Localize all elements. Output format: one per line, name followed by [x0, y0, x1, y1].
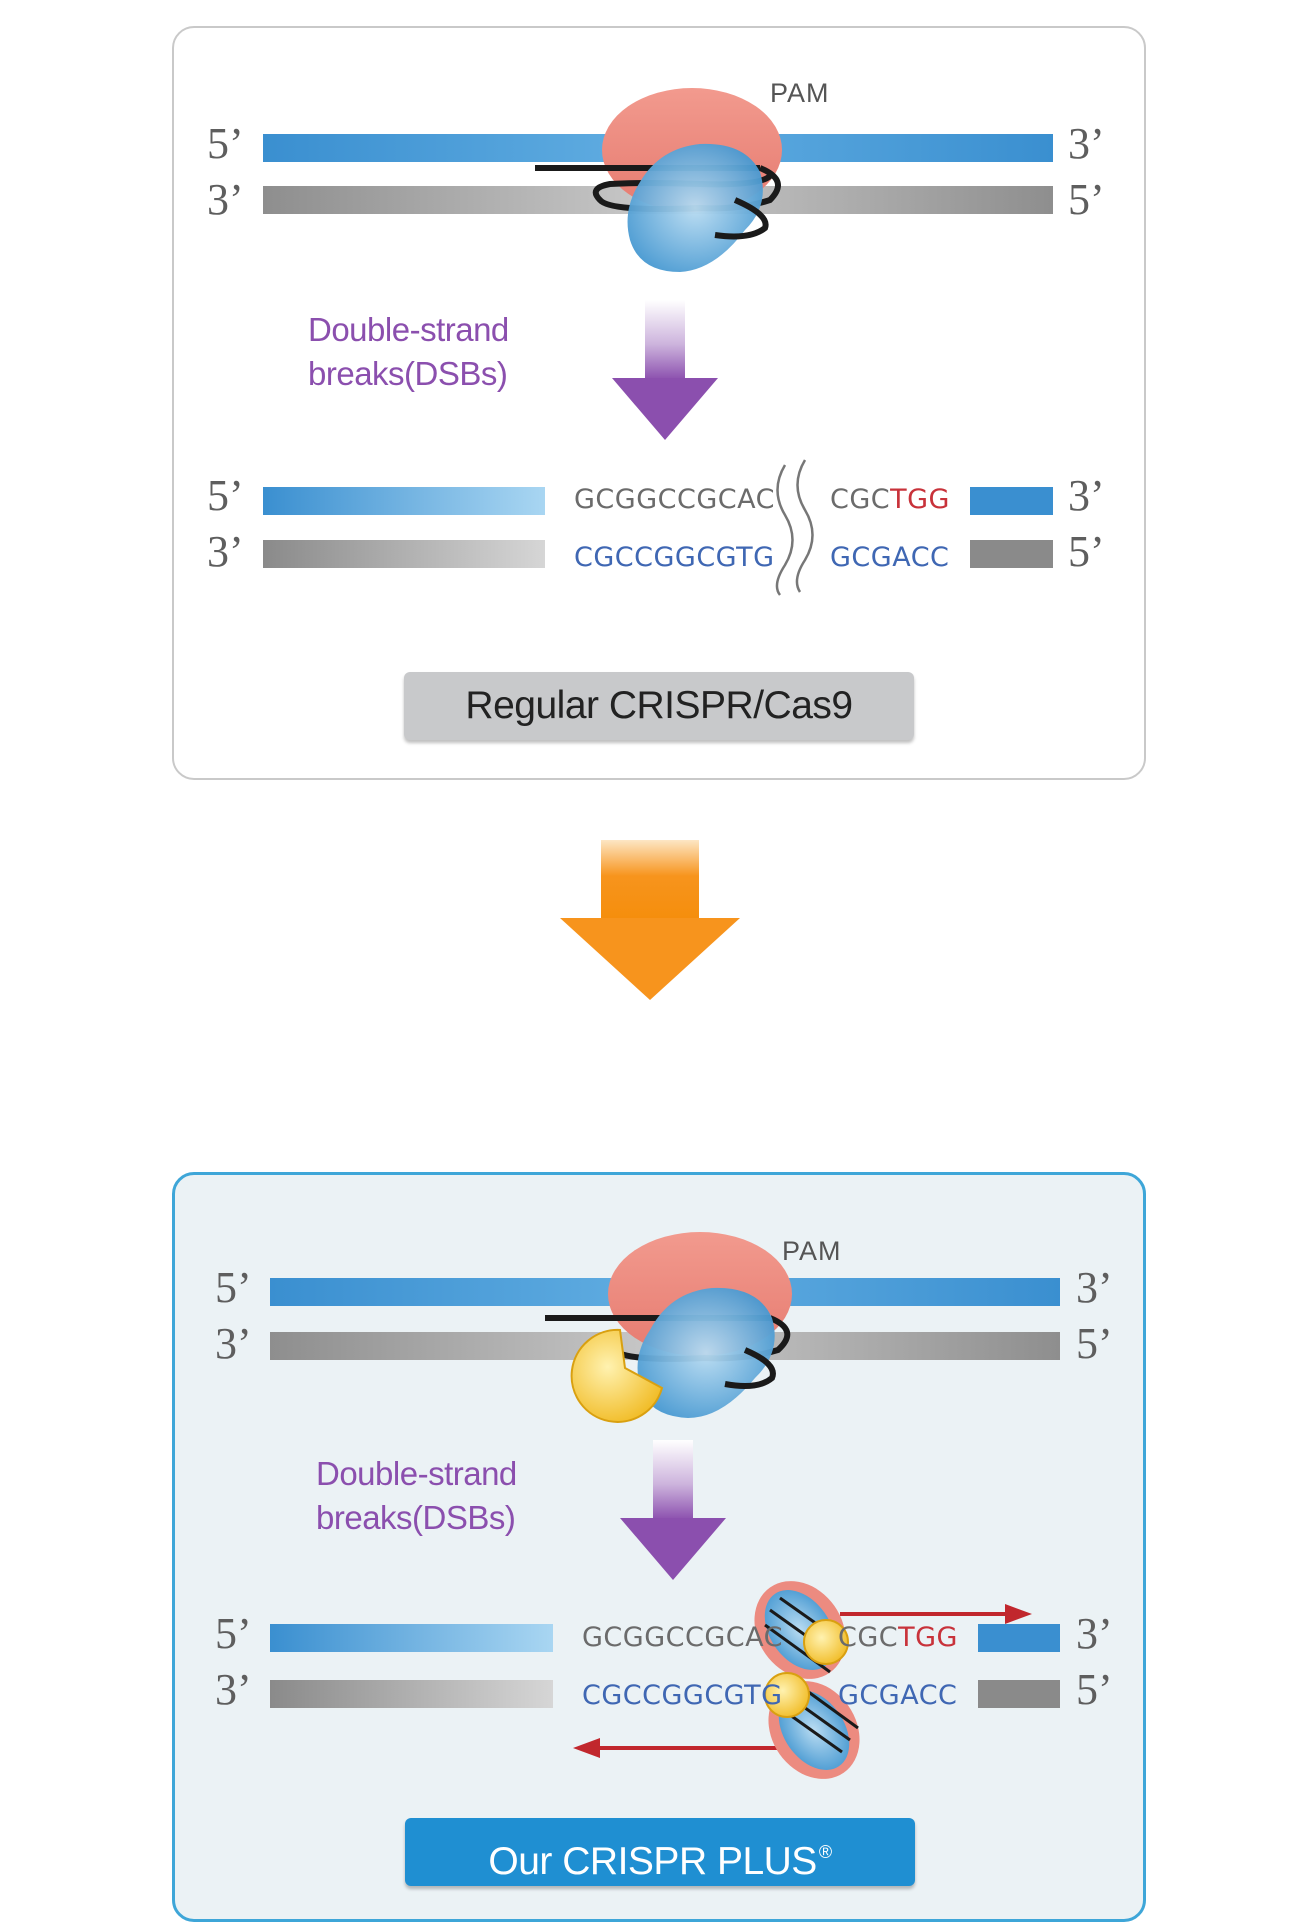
cut-left-top-strand: [270, 1624, 553, 1652]
cut-left-bottom-strand: [270, 1680, 553, 1708]
pam-label: PAM: [782, 1236, 842, 1266]
registered-mark: ®: [818, 1842, 832, 1862]
exonuclease-icon: [570, 1328, 664, 1423]
strand-end-label: 3’: [1076, 1609, 1113, 1658]
bottom-dsb-arrow: [620, 1440, 726, 1580]
strand-end-label: 5’: [215, 1609, 252, 1658]
extension-arrows: [573, 1604, 1032, 1758]
strand-end-label: 3’: [215, 1665, 252, 1714]
regular-crispr-badge: Regular CRISPR/Cas9: [404, 672, 914, 740]
strand-end-label: 5’: [1076, 1665, 1113, 1714]
strand-end-label: 5’: [207, 119, 244, 168]
break-mark-right: [795, 459, 814, 593]
editing-complex-upper: [754, 1581, 849, 1679]
exonuclease-icon: [803, 1619, 849, 1665]
cut-right-bottom-strand: [970, 540, 1053, 568]
cut-right-bottom-strand: [978, 1680, 1060, 1708]
pam-label: PAM: [770, 78, 830, 108]
sequence-top-right: CGCTGG: [830, 484, 950, 515]
cut-right-top-strand: [978, 1624, 1060, 1652]
sequence-top-right-prefix: CGC: [838, 1622, 899, 1653]
guide-rna-tail: [714, 197, 769, 240]
dsb-caption-line1: Double-strand: [308, 311, 509, 348]
dsb-caption: Double-strand breaks(DSBs): [316, 1452, 517, 1540]
sequence-top-left: GCGGCCGCAC: [574, 484, 775, 515]
extension-arrow-left-icon: [573, 1738, 600, 1758]
sequence-top-right: CGCTGG: [838, 1622, 958, 1653]
break-mark-left: [775, 464, 794, 596]
pam-sequence: TGG: [890, 484, 950, 515]
dsb-caption-line2: breaks(DSBs): [316, 1499, 516, 1536]
strand-end-label: 3’: [1068, 471, 1105, 520]
strand-end-label: 3’: [207, 527, 244, 576]
top-dsb-arrow: [612, 300, 718, 440]
crispr-plus-badge: Our CRISPR PLUS®: [405, 1818, 915, 1886]
sequence-bottom-right: GCGACC: [830, 542, 950, 573]
top-cas9-complex: [535, 88, 782, 272]
bottom-cut-dna: [270, 1624, 1060, 1708]
transition-arrow-icon: [560, 840, 740, 1000]
strand-end-label: 5’: [1076, 1319, 1113, 1368]
sequence-bottom-right: GCGACC: [838, 1680, 958, 1711]
exonuclease-icon: [764, 1672, 810, 1718]
editing-complex-lower: [764, 1672, 860, 1779]
strand-end-label: 3’: [1068, 119, 1105, 168]
top-cut-dna: [263, 459, 1053, 596]
sequence-bottom-left: CGCCGGCGTG: [574, 542, 775, 573]
strand-end-label: 3’: [1076, 1263, 1113, 1312]
sequence-top-left: GCGGCCGCAC: [582, 1622, 783, 1653]
bottom-cas9-plus-complex: [545, 1232, 792, 1423]
extension-arrow-right-icon: [1005, 1604, 1032, 1624]
cut-left-bottom-strand: [263, 540, 545, 568]
sequence-top-right-prefix: CGC: [830, 484, 891, 515]
strand-end-label: 5’: [207, 471, 244, 520]
strand-end-label: 5’: [1068, 175, 1105, 224]
strand-end-label: 3’: [207, 175, 244, 224]
strand-end-label: 3’: [215, 1319, 252, 1368]
cut-right-top-strand: [970, 487, 1053, 515]
recognition-domain-icon: [627, 143, 763, 272]
strand-end-label: 5’: [1068, 527, 1105, 576]
cut-left-top-strand: [263, 487, 545, 515]
dsb-caption: Double-strand breaks(DSBs): [308, 308, 509, 396]
strand-end-label: 5’: [215, 1263, 252, 1312]
sequence-bottom-left: CGCCGGCGTG: [582, 1680, 783, 1711]
guide-rna-tail: [724, 1347, 776, 1389]
dsb-caption-line2: breaks(DSBs): [308, 355, 508, 392]
crispr-plus-badge-text: Our CRISPR PLUS: [488, 1840, 817, 1883]
dsb-caption-line1: Double-strand: [316, 1455, 517, 1492]
pam-sequence: TGG: [898, 1622, 958, 1653]
